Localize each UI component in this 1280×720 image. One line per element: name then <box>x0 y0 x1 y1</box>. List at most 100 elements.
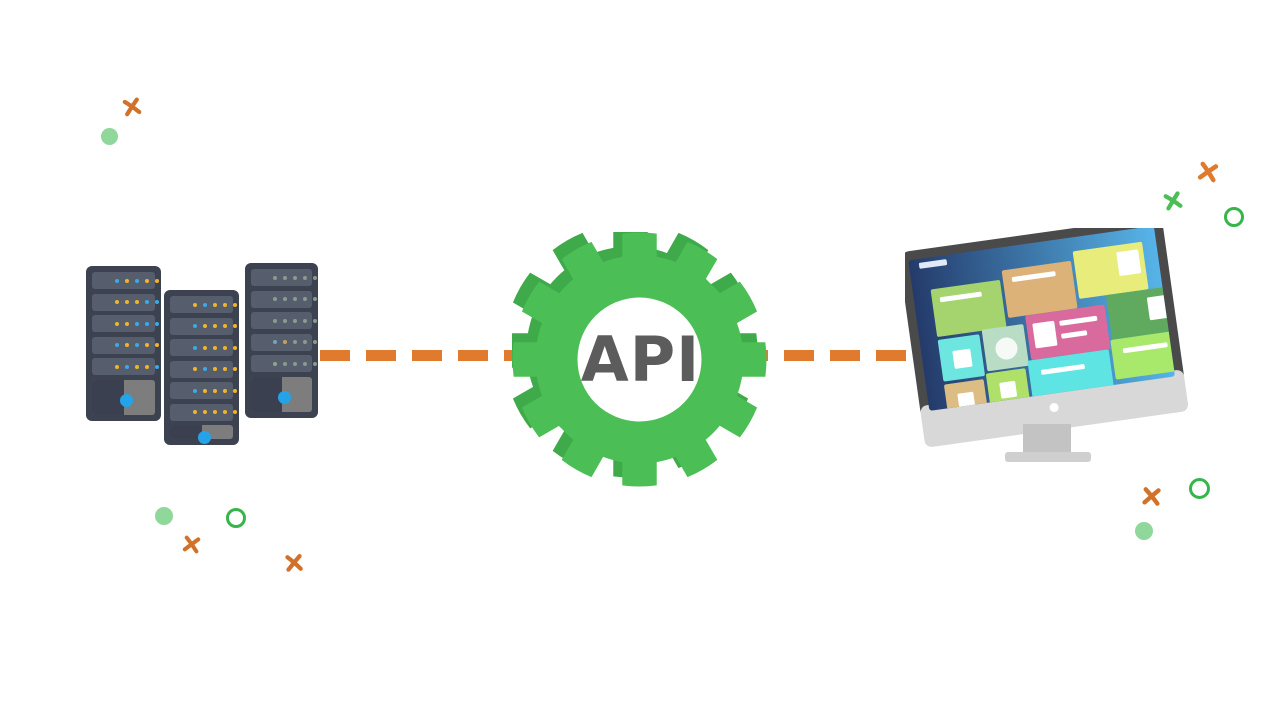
server-unit <box>92 358 159 375</box>
desktop-monitor <box>899 217 1200 478</box>
server-led <box>292 297 297 301</box>
server-led <box>154 300 159 304</box>
server-unit <box>251 269 317 286</box>
server-led <box>124 364 129 369</box>
tile-thumbnail <box>999 380 1018 399</box>
server-led <box>312 275 317 280</box>
screen-tile <box>1110 330 1175 380</box>
server-led <box>282 340 287 344</box>
server-base-shadow <box>170 425 202 439</box>
server-led-group <box>114 364 159 369</box>
tile-thumbnail <box>1116 249 1142 276</box>
server-led <box>202 345 207 350</box>
connector-dash <box>320 350 350 361</box>
server-led <box>232 388 237 393</box>
server-led-group <box>114 343 159 347</box>
server-led <box>222 367 227 371</box>
server-led <box>192 345 197 350</box>
screen-tile <box>1027 349 1114 401</box>
server-led <box>292 361 297 366</box>
server-led <box>212 302 217 307</box>
server-led <box>302 297 307 301</box>
server-rack-cluster <box>0 0 340 460</box>
screen-tile <box>930 280 1007 337</box>
connector-dash <box>876 350 906 361</box>
server-unit <box>251 355 317 372</box>
server-led <box>134 321 139 326</box>
server-led <box>232 345 237 350</box>
server-led <box>222 345 227 350</box>
server-led <box>154 343 159 347</box>
screen-tile <box>944 379 989 411</box>
server-power-indicator <box>197 430 211 444</box>
server-led-group <box>272 361 317 366</box>
server-led <box>272 318 277 323</box>
server-led <box>144 321 149 326</box>
server-led <box>114 278 119 283</box>
server-led <box>282 275 287 280</box>
server-led <box>134 364 139 369</box>
server-led <box>212 388 217 393</box>
server-led <box>134 278 139 283</box>
monitor-stand-base <box>1005 452 1091 462</box>
server-led-group <box>192 345 237 350</box>
server-unit <box>170 317 237 335</box>
decor-ring <box>1189 478 1210 499</box>
server-led <box>202 324 207 328</box>
server-led <box>154 278 159 283</box>
server-led <box>124 343 129 347</box>
monitor-stand-neck <box>1023 424 1071 456</box>
tile-text-line <box>1061 330 1088 339</box>
server-led <box>302 318 307 323</box>
server-led <box>192 410 197 414</box>
monitor-indicator-dot <box>1049 402 1059 412</box>
server-led <box>312 361 317 366</box>
api-label: API <box>580 323 701 396</box>
tile-thumbnail <box>957 391 976 410</box>
connector-dash <box>366 350 396 361</box>
server-rack <box>86 266 161 421</box>
server-led <box>212 345 217 350</box>
tile-thumbnail <box>952 348 973 369</box>
decor-x-icon <box>1197 161 1219 183</box>
server-led <box>232 302 237 307</box>
tile-text-line <box>939 291 982 303</box>
server-led <box>202 367 207 371</box>
tile-text-line <box>1122 342 1168 354</box>
server-led <box>202 302 207 307</box>
server-base-panel <box>170 425 233 444</box>
server-led-group <box>114 278 159 283</box>
server-led-group <box>272 340 317 344</box>
server-unit <box>251 312 317 329</box>
tile-surface <box>1001 261 1078 318</box>
decor-x-icon <box>1163 191 1183 211</box>
server-led-group <box>192 410 237 414</box>
server-led <box>192 324 197 328</box>
server-led-group <box>192 388 237 393</box>
server-base-shadow <box>92 379 124 415</box>
server-unit <box>170 403 237 421</box>
tile-avatar <box>995 337 1018 360</box>
server-led <box>302 275 307 280</box>
server-led <box>302 340 307 344</box>
server-led <box>212 324 217 328</box>
decor-ring <box>1224 207 1244 227</box>
server-led-group <box>272 318 317 323</box>
server-led <box>292 275 297 280</box>
server-led <box>192 367 197 371</box>
server-led <box>192 302 197 307</box>
server-led <box>292 340 297 344</box>
server-unit <box>170 296 237 313</box>
server-led <box>282 297 287 301</box>
server-unit <box>92 315 159 332</box>
server-led <box>282 361 287 366</box>
server-power-indicator <box>277 391 291 405</box>
screen-tile-group <box>918 241 1175 411</box>
server-led <box>222 302 227 307</box>
server-led <box>114 343 119 347</box>
screen-tile <box>1001 261 1078 318</box>
server-led <box>312 318 317 323</box>
server-led <box>202 388 207 393</box>
server-led <box>232 410 237 414</box>
tile-surface <box>930 280 1007 337</box>
